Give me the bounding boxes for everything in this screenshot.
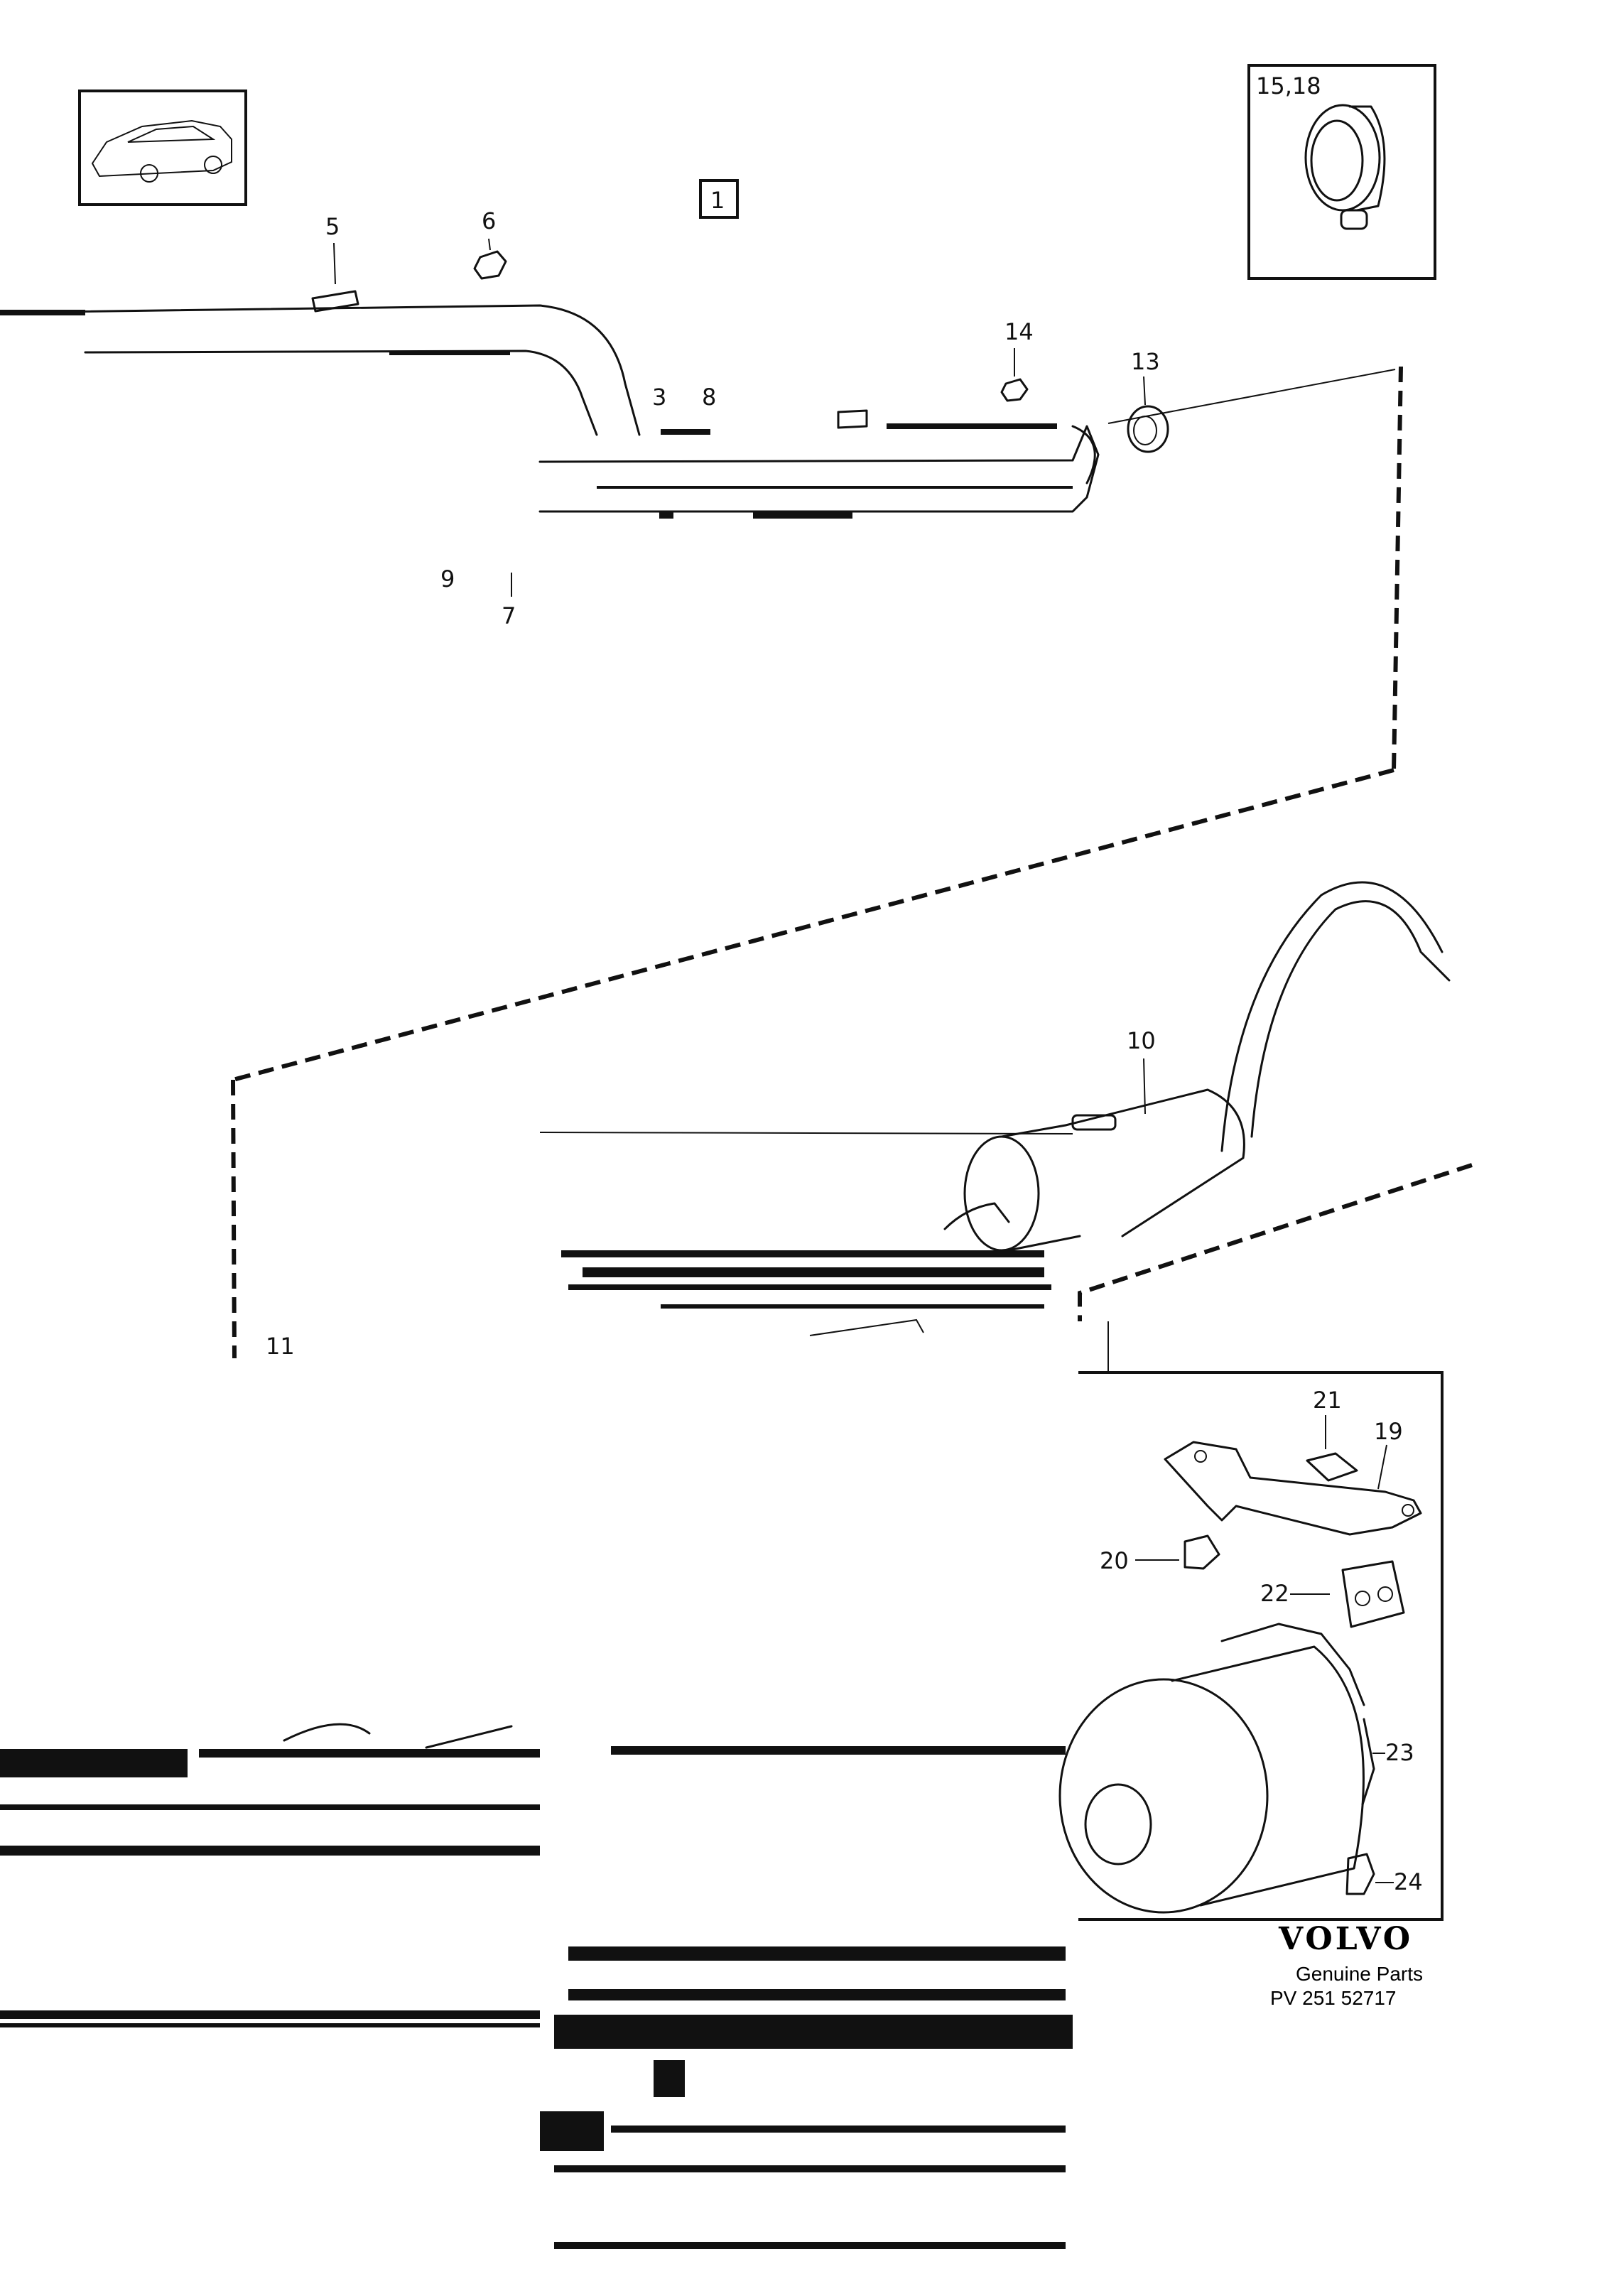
callout-8: 8 xyxy=(702,384,716,411)
callout-19: 19 xyxy=(1374,1418,1403,1445)
callout-21: 21 xyxy=(1313,1387,1342,1414)
callout-13: 13 xyxy=(1131,348,1160,375)
rear-silencer: 10 xyxy=(539,881,1451,1371)
callout-23: 23 xyxy=(1385,1739,1414,1766)
callout-24: 24 xyxy=(1394,1868,1423,1895)
group-number-box: 1 xyxy=(699,179,739,219)
nut-14 xyxy=(1000,378,1029,402)
callout-20: 20 xyxy=(1100,1547,1129,1574)
rubber-mount-22 xyxy=(1341,1560,1405,1628)
stud-5 xyxy=(311,290,359,313)
brand-logo: VOLVO xyxy=(1278,1921,1413,1957)
callout-5: 5 xyxy=(325,213,340,240)
brand-tagline: Genuine Parts xyxy=(1296,1963,1423,1985)
callout-15-18: 15,18 xyxy=(1256,72,1321,99)
callout-3: 3 xyxy=(652,384,666,411)
nut-6 xyxy=(473,250,507,280)
gasket-13 xyxy=(1127,405,1169,453)
callout-6: 6 xyxy=(482,207,496,234)
callout-14: 14 xyxy=(1004,318,1034,345)
front-pipe-assembly xyxy=(0,304,1100,519)
branding: VOLVO Genuine Parts PV 251 52717 xyxy=(1270,1921,1423,2009)
group-number: 1 xyxy=(710,187,725,214)
vehicle-thumbnail xyxy=(78,90,247,206)
callout-11: 11 xyxy=(266,1333,295,1360)
catalog-number: PV 251 52717 xyxy=(1270,1987,1397,2009)
inset-clamp-ring: 15,18 xyxy=(1247,64,1436,280)
callout-22: 22 xyxy=(1260,1580,1289,1607)
detail-box-mounting: 21 19 20 22 23 24 xyxy=(1058,1371,1444,1921)
callout-10: 10 xyxy=(1127,1027,1156,1054)
callout-9: 9 xyxy=(440,565,455,592)
scan-artifacts xyxy=(0,1723,1073,2249)
callout-7: 7 xyxy=(502,602,516,629)
